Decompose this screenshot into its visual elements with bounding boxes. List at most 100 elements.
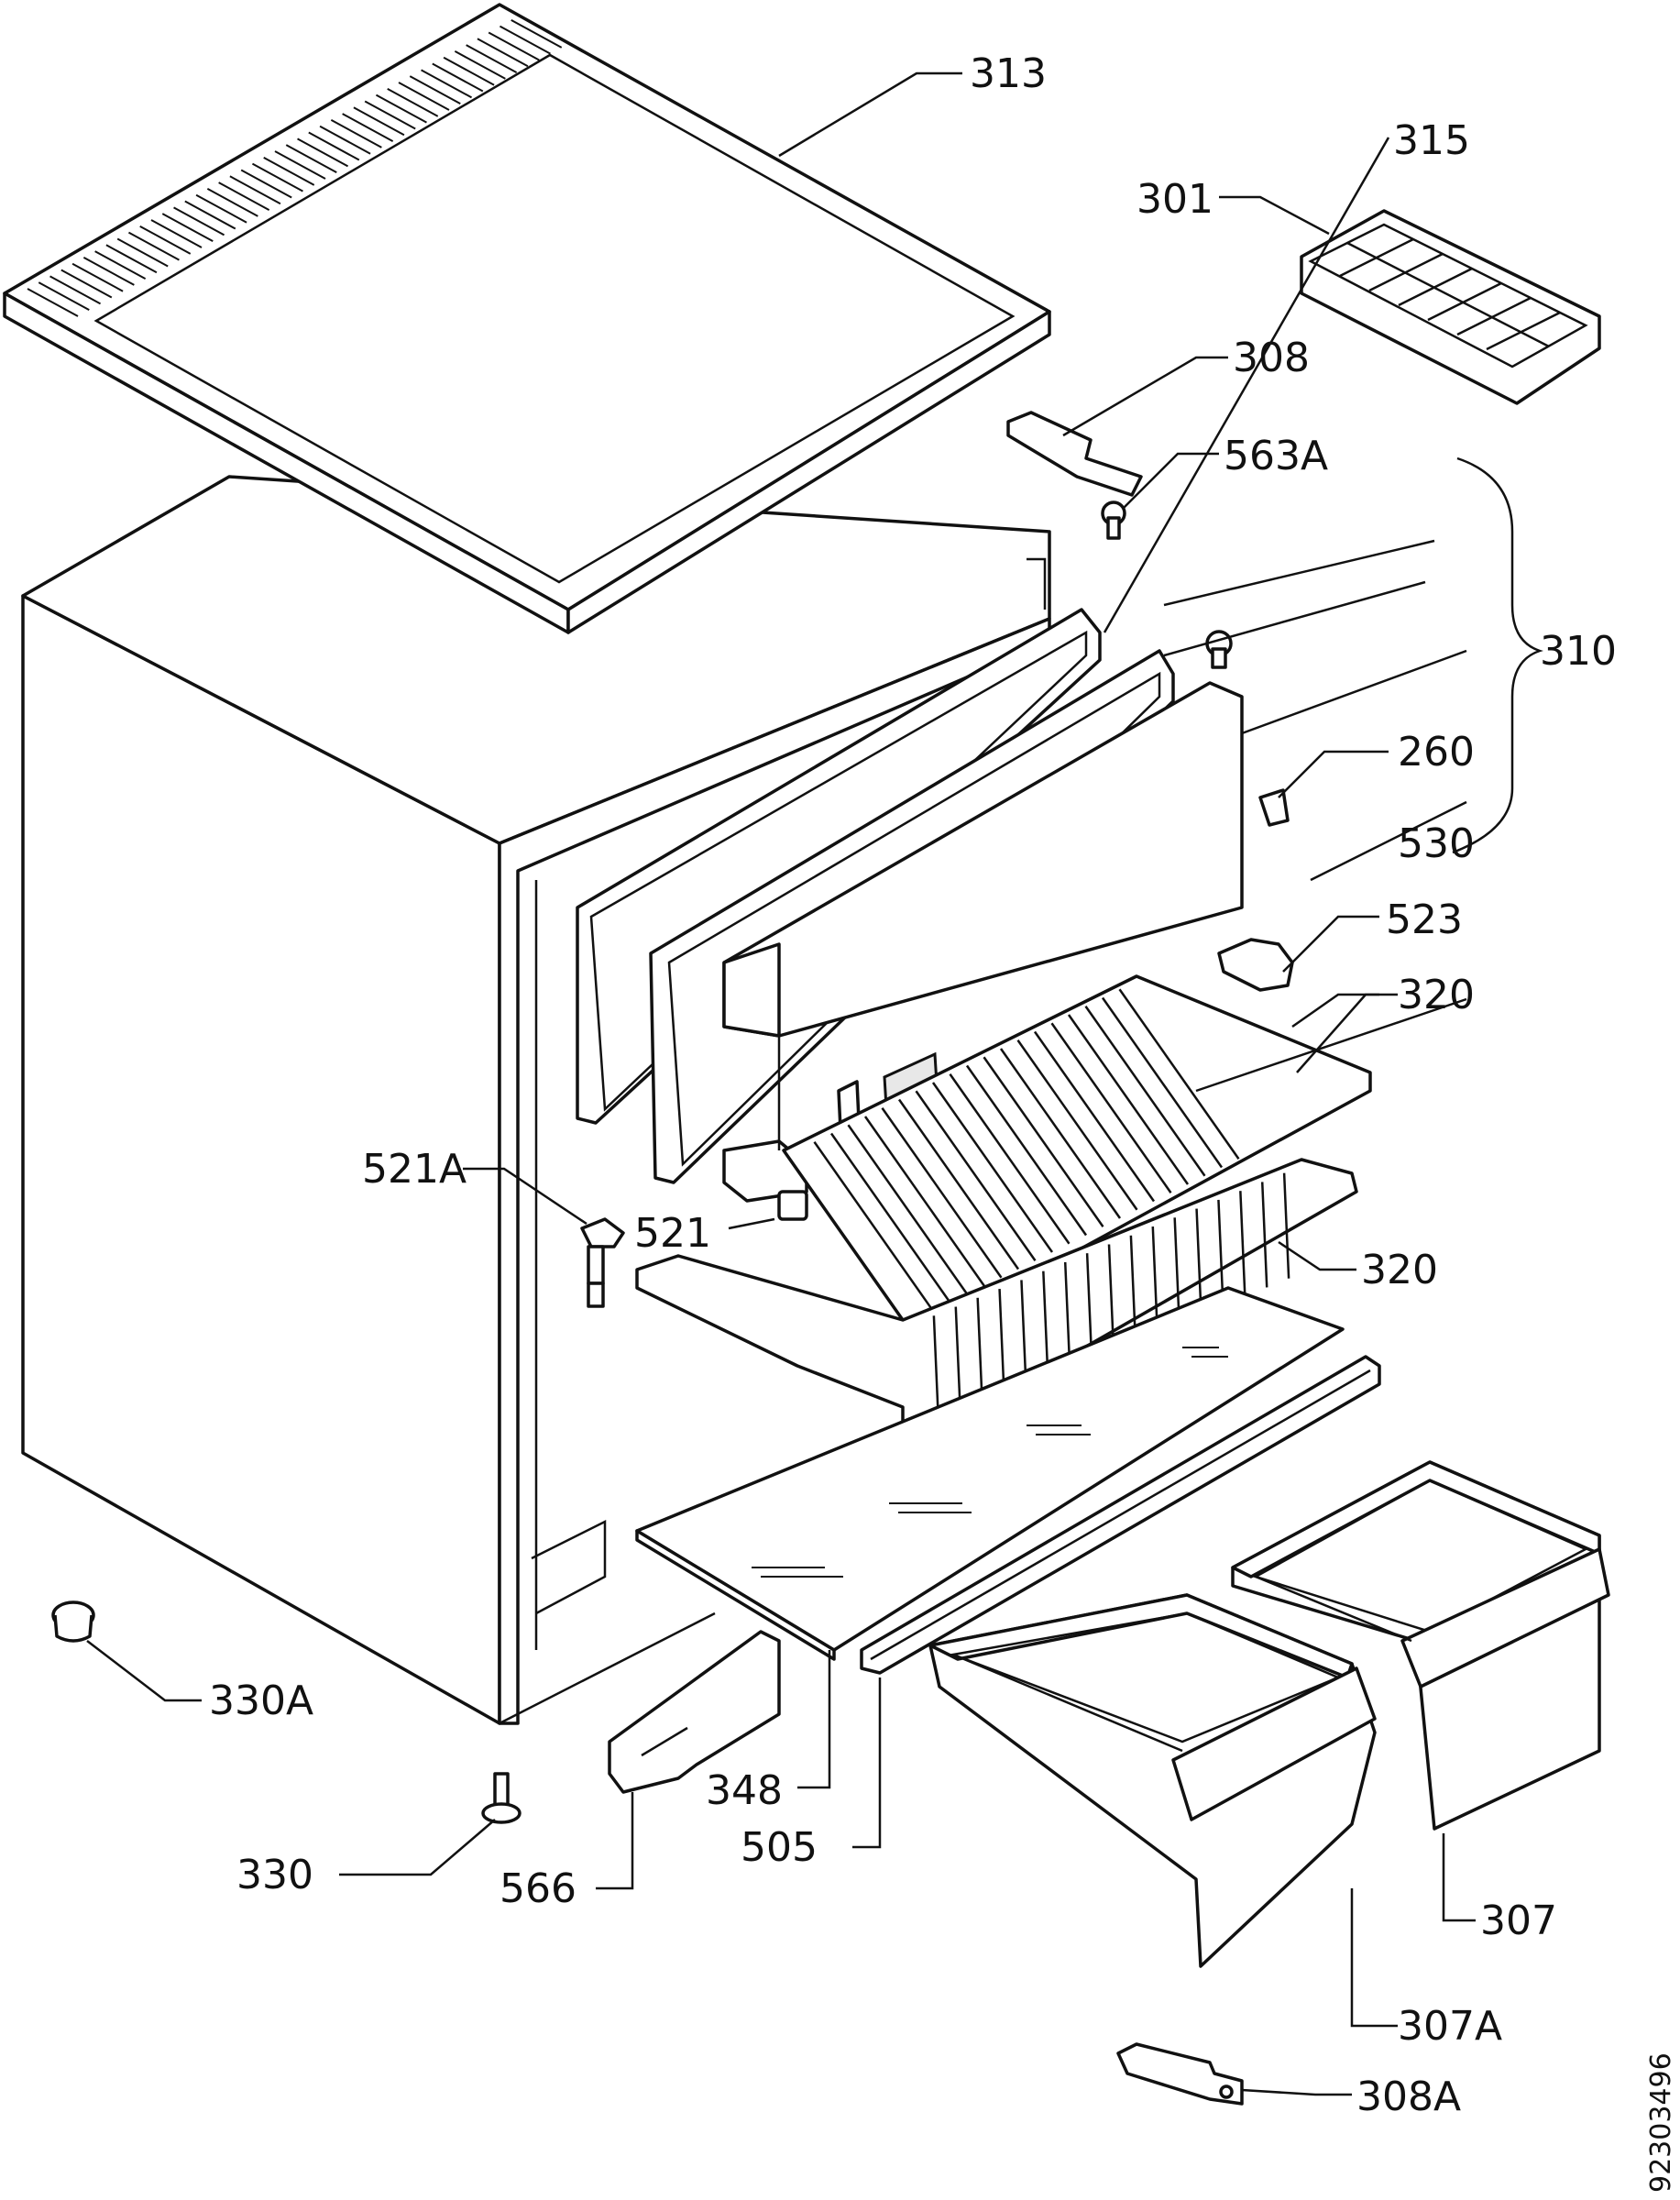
callout-330A: 330A	[209, 1678, 313, 1724]
shelf-bar	[999, 1048, 1122, 1219]
lid-vent-slot	[421, 69, 473, 99]
callout-348: 348	[706, 1767, 783, 1814]
lid-vent-slot	[229, 175, 281, 205]
shelf-bar	[1282, 1172, 1290, 1279]
lid-vent-slot	[173, 206, 225, 236]
shelf-bar	[829, 1132, 952, 1304]
lid-vent-slot	[150, 219, 203, 248]
lid-vent-slot	[319, 125, 371, 155]
shelf-bar	[1042, 1270, 1049, 1377]
callout-307A: 307A	[1398, 2003, 1502, 2050]
top-lid-313	[3, 3, 1051, 634]
ice-tray-divider	[1456, 296, 1532, 336]
shelf-support-521	[777, 1190, 808, 1221]
callout-260: 260	[1398, 729, 1475, 776]
shelf-bar	[881, 1107, 1003, 1279]
lid-vent-slot	[432, 62, 484, 93]
lid-vent-slot	[27, 288, 79, 317]
callout-521: 521	[634, 1210, 711, 1257]
callout-313: 313	[970, 50, 1047, 97]
lid-vent-slot	[60, 269, 113, 299]
shelf-bar	[1016, 1040, 1138, 1211]
group-brace-310	[1452, 456, 1543, 854]
shelf-bar	[1173, 1217, 1180, 1324]
shelf-bar	[976, 1297, 983, 1403]
callout-566: 566	[500, 1865, 576, 1912]
ice-tray-divider	[1427, 281, 1502, 322]
callout-labels: 313 301 308 563A 315 310 260 530 523 320…	[209, 50, 1617, 2120]
callout-523: 523	[1386, 896, 1463, 943]
shelf-bar	[897, 1098, 1020, 1270]
lid-vent-slot	[285, 144, 337, 174]
wire-shelf-320-lower	[635, 1158, 1358, 1446]
lid-vent-slot	[263, 156, 315, 186]
lid-vent-slot	[127, 231, 180, 261]
lid-vent-slot	[38, 281, 90, 312]
callout-521A: 521A	[362, 1146, 467, 1193]
callout-320-upper: 320	[1398, 972, 1475, 1018]
front-trim-strip-505	[860, 1355, 1381, 1675]
shelf-bar	[915, 1090, 1037, 1261]
lid-vent-slot	[511, 18, 563, 49]
adjustable-foot-330A	[51, 1600, 95, 1643]
shelf-bar	[949, 1073, 1071, 1245]
lid-vent-slot	[409, 75, 461, 105]
shelf-bar	[1118, 988, 1240, 1160]
document-code: 92303496	[1645, 2052, 1677, 2193]
shelf-bar	[813, 1141, 935, 1313]
shelf-bar	[1239, 1191, 1246, 1297]
callout-310: 310	[1540, 628, 1617, 675]
callout-563A: 563A	[1224, 433, 1328, 479]
shelf-bar	[954, 1306, 962, 1413]
lid-vent-slot	[49, 275, 102, 305]
shelf-bar	[1050, 1022, 1172, 1194]
shelf-bar	[1107, 1244, 1115, 1350]
lid-vent-slot	[499, 25, 551, 55]
lid-vent-slot	[116, 237, 169, 268]
lid-vent-slot	[477, 38, 529, 68]
lid-vent-slot	[251, 162, 303, 192]
lid-vent-slot	[195, 193, 247, 224]
lid-vent-slot	[375, 94, 427, 124]
shelf-bar	[1067, 1014, 1190, 1185]
crisper-drawer-307	[1231, 1460, 1610, 1831]
lid-vent-slot	[488, 31, 540, 61]
lid-vent-slot	[82, 257, 135, 286]
shelf-bar	[1217, 1199, 1224, 1305]
callout-308: 308	[1233, 335, 1310, 381]
bottom-hinge-308A	[1116, 2042, 1244, 2106]
lid-vent-slot	[206, 188, 258, 217]
callout-307: 307	[1480, 1898, 1557, 1944]
lid-vent-slot	[466, 44, 518, 73]
lid-vent-slot	[184, 200, 236, 230]
lid-vent-slot	[387, 87, 439, 117]
shelf-bar	[1020, 1280, 1027, 1386]
leader-lines	[86, 72, 1476, 2096]
crisper-drawer-307A	[928, 1593, 1377, 1968]
callout-315: 315	[1393, 117, 1470, 164]
lid-vent-slot	[353, 106, 405, 137]
shelf-bar	[931, 1082, 1054, 1253]
shelf-bar	[998, 1289, 1005, 1395]
lid-vent-slot	[161, 213, 214, 243]
callout-530: 530	[1398, 820, 1475, 867]
lid-vent-slot	[398, 82, 450, 111]
door-stop-566	[608, 1630, 781, 1794]
shelf-bar	[1129, 1235, 1137, 1341]
lid-vent-slot	[139, 225, 192, 255]
leveling-screw-330	[481, 1772, 522, 1824]
lid-vent-slot	[330, 119, 382, 148]
lid-vent-slot	[274, 150, 326, 180]
shelf-bar	[1195, 1208, 1202, 1314]
callout-308A: 308A	[1356, 2074, 1461, 2120]
shelf-bar	[847, 1124, 969, 1295]
lid-vent-slot	[297, 138, 349, 168]
lid-vent-slot	[240, 169, 292, 199]
callout-320-lower: 320	[1361, 1247, 1438, 1293]
cabinet-body	[21, 475, 1051, 1725]
clip-260	[1258, 788, 1290, 827]
shelf-bar	[863, 1116, 986, 1287]
ice-tray-divider	[1486, 311, 1561, 351]
shelf-clip-521A	[580, 1217, 625, 1308]
